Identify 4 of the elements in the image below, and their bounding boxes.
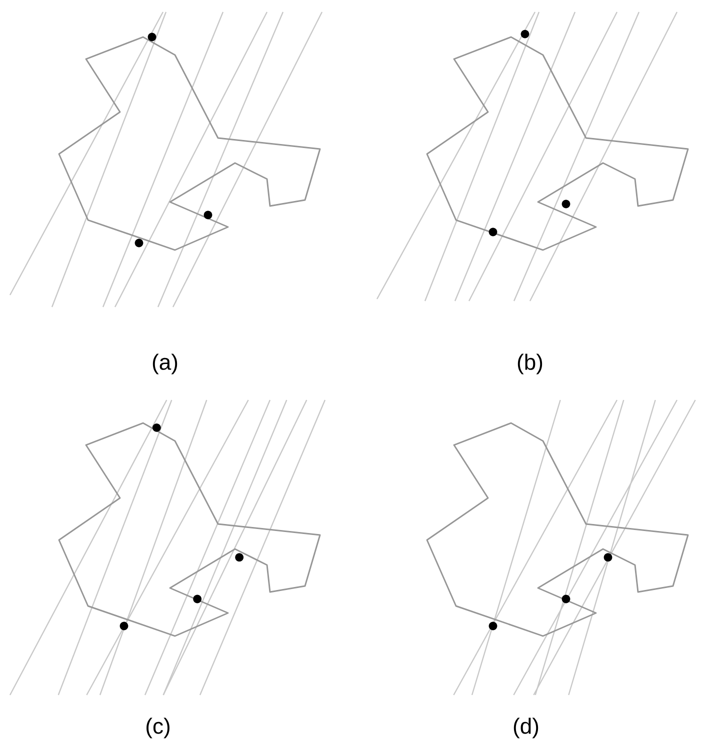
panel-label: (d) <box>514 718 538 738</box>
panel-label: (b) <box>518 354 542 374</box>
panel-label: (c) <box>146 718 170 738</box>
panel-label: (a) <box>152 354 178 374</box>
